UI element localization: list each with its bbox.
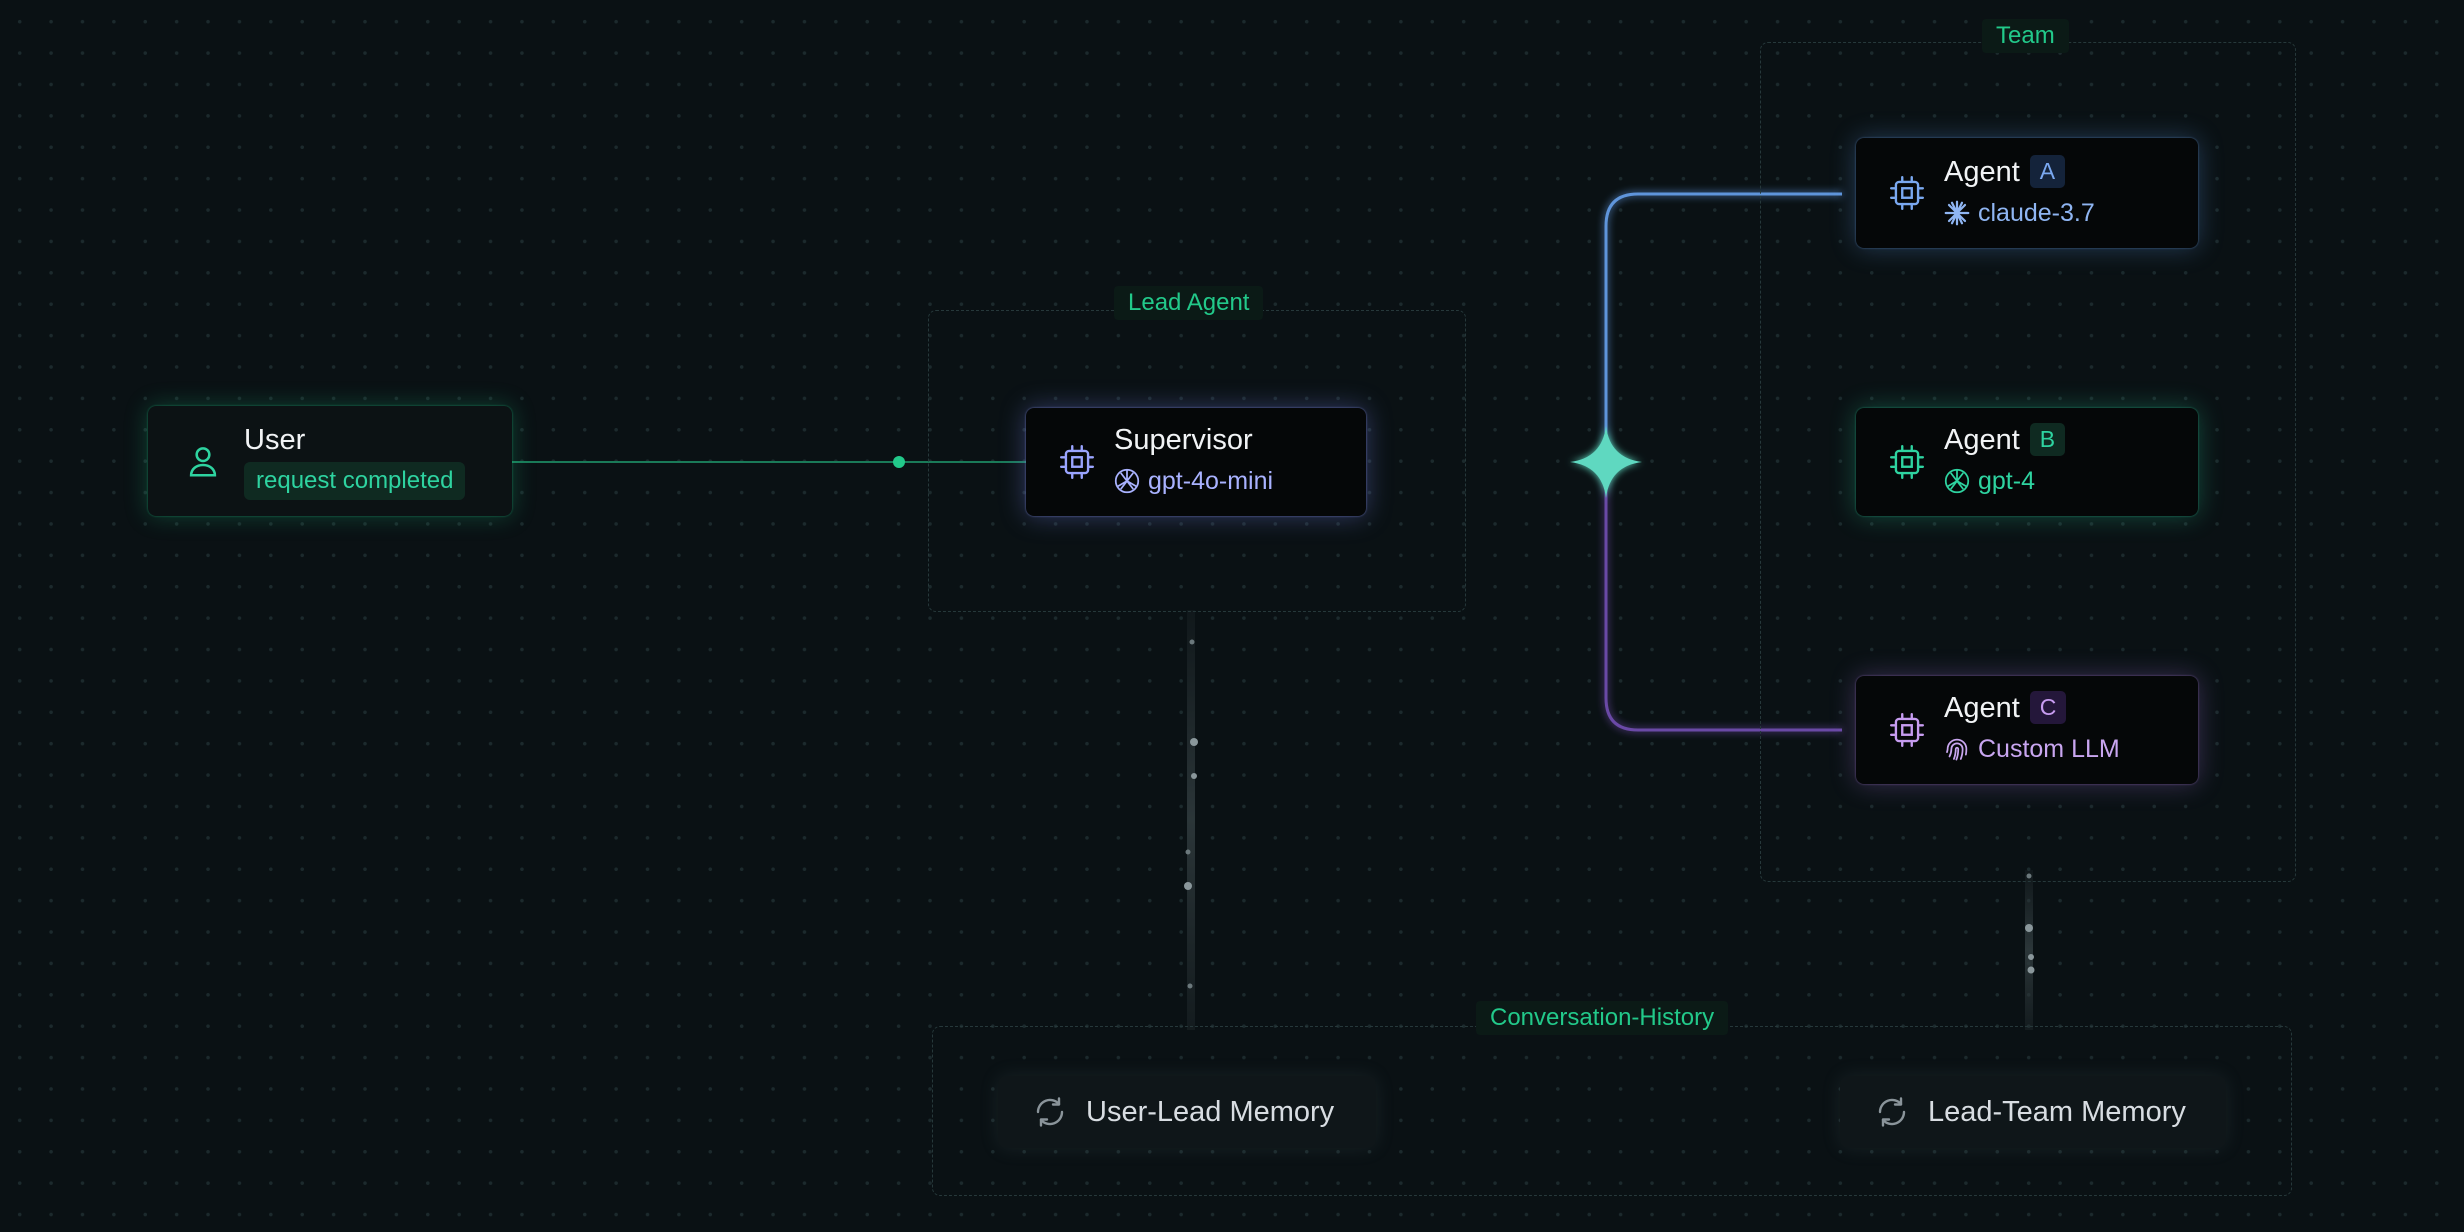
- agent-c-model-label: Custom LLM: [1978, 734, 2120, 763]
- agent-a-badge: A: [2029, 154, 2066, 188]
- chip-icon: [1059, 444, 1095, 480]
- agent-c-node[interactable]: Agent C Custom LLM: [1856, 676, 2198, 784]
- chip-icon: [1889, 712, 1925, 748]
- agent-b-node[interactable]: Agent B gpt-4: [1856, 408, 2198, 516]
- agent-b-model-label: gpt-4: [1978, 466, 2035, 495]
- refresh-icon: [1878, 1097, 1906, 1127]
- team-group-label: Team: [1982, 19, 2069, 53]
- agent-b-label: Agent: [1944, 424, 2020, 456]
- hub-agent-a-edge: [1604, 192, 1842, 462]
- agent-b-badge: B: [2029, 422, 2066, 456]
- agent-a-model-label: claude-3.7: [1978, 198, 2095, 227]
- chip-icon: [1889, 175, 1925, 211]
- edge-dot: [893, 456, 905, 468]
- agent-b-model: gpt-4: [1942, 466, 2035, 496]
- lead-team-memory-label: Lead-Team Memory: [1928, 1095, 2186, 1128]
- conversation-history-group-label: Conversation-History: [1476, 1001, 1729, 1035]
- lead-team-memory-node[interactable]: Lead-Team Memory: [1840, 1076, 2226, 1148]
- agent-a-label: Agent: [1944, 156, 2020, 188]
- team-memory-link: [2025, 870, 2033, 1030]
- hub-agent-c-edge: [1604, 462, 1842, 732]
- user-title: User: [244, 424, 306, 456]
- openai-icon: [1114, 468, 1140, 494]
- user-lead-memory-node[interactable]: User-Lead Memory: [998, 1076, 1376, 1148]
- agent-c-badge: C: [2029, 690, 2067, 724]
- claude-sparkle-icon: [1944, 200, 1970, 226]
- chip-icon: [1889, 444, 1925, 480]
- agent-a-model: claude-3.7: [1942, 198, 2095, 228]
- openai-icon: [1944, 468, 1970, 494]
- refresh-icon: [1036, 1097, 1064, 1127]
- supervisor-node[interactable]: Supervisor gpt-4o-mini: [1026, 408, 1366, 516]
- agent-c-label: Agent: [1944, 692, 2020, 724]
- agent-c-title: Agent C: [1944, 690, 2067, 726]
- supervisor-title: Supervisor: [1114, 424, 1253, 456]
- user-status-badge: request completed: [244, 462, 466, 500]
- supervisor-model: gpt-4o-mini: [1112, 466, 1273, 496]
- agent-b-title: Agent B: [1944, 422, 2066, 458]
- supervisor-memory-link: [1187, 610, 1195, 1030]
- fingerprint-icon: [1946, 738, 1968, 761]
- supervisor-model-label: gpt-4o-mini: [1148, 466, 1274, 495]
- hub-star: [1570, 426, 1642, 498]
- agent-a-node[interactable]: Agent A claude-3.7: [1856, 138, 2198, 248]
- agent-c-model: Custom LLM: [1942, 734, 2120, 764]
- user-lead-memory-label: User-Lead Memory: [1086, 1095, 1335, 1128]
- user-node[interactable]: User request completed: [148, 406, 512, 516]
- agent-a-title: Agent A: [1944, 154, 2066, 190]
- lead-agent-group-label: Lead Agent: [1114, 286, 1264, 320]
- user-icon: [189, 447, 217, 477]
